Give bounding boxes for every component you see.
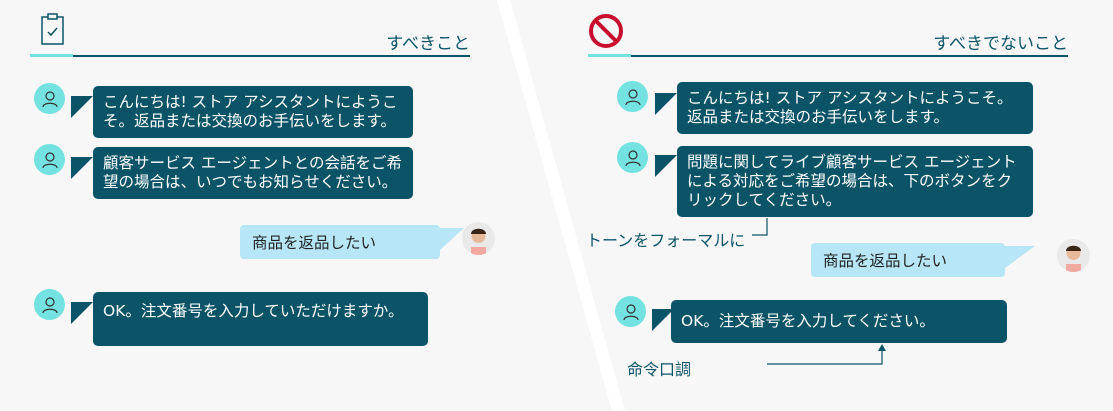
bot-avatar: [34, 144, 65, 175]
divider-accent: [588, 54, 631, 57]
bot-message: こんにちは! ストア アシスタントにようこそ。返品または交換のお手伝いをします。: [677, 82, 1033, 134]
dont-title: すべきでないこと: [933, 34, 1068, 54]
annotation-imperative-tone: 命令口調: [627, 360, 692, 379]
annotation-formal-tone: トーンをフォーマルに: [586, 231, 746, 250]
user-message: 商品を返品したい: [240, 225, 440, 259]
clipboard-check-icon: [41, 13, 64, 45]
bot-message: 顧客サービス エージェントとの会話をご希望の場合は、いつでもお知らせください。: [93, 147, 413, 199]
user-avatar: [462, 222, 495, 255]
do-title: すべきこと: [386, 34, 470, 54]
prohibited-icon: [589, 14, 623, 48]
person-icon: [41, 296, 58, 313]
divider: [588, 55, 1068, 57]
person-icon: [624, 88, 641, 105]
person-icon: [41, 90, 58, 107]
person-icon: [41, 151, 58, 168]
bot-message: こんにちは! ストア アシスタントにようこそ。返品または交換のお手伝いをします。: [93, 86, 413, 138]
bot-message: OK。注文番号を入力していただけますか。: [93, 292, 428, 346]
bot-avatar: [34, 83, 65, 114]
bot-avatar: [615, 296, 646, 327]
bot-avatar: [34, 289, 65, 320]
divider-accent: [30, 54, 73, 57]
bot-avatar: [617, 81, 648, 112]
annotation-connector: [752, 218, 768, 236]
person-icon: [622, 303, 639, 320]
user-message: 商品を返品したい: [811, 243, 1005, 277]
bot-message: 問題に関してライブ顧客サービス エージェントによる対応をご希望の場合は、下のボタ…: [677, 146, 1033, 217]
person-icon: [624, 149, 641, 166]
divider: [30, 55, 470, 57]
bot-message: OK。注文番号を入力してください。: [671, 300, 1007, 343]
annotation-arrow: [767, 344, 886, 365]
user-avatar: [1057, 239, 1090, 272]
bot-avatar: [617, 142, 648, 173]
